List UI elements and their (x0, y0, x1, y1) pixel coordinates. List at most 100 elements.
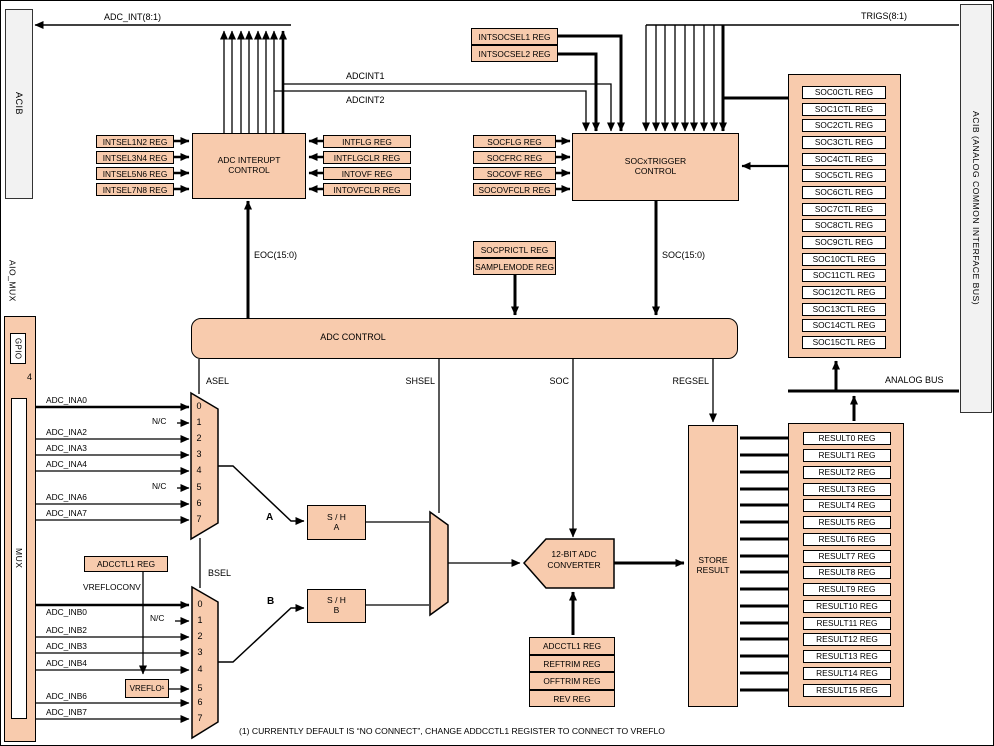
adc-interrupt-control-line1: ADC INTERUPT (217, 155, 281, 166)
adc-interrupt-control-box: ADC INTERUPT CONTROL (192, 133, 306, 199)
socfrc-reg: SOCFRC REG (473, 151, 556, 164)
result7-reg: RESULT7 REG (803, 550, 891, 563)
bsel-input-4: 4 (197, 664, 203, 674)
sh-a-line1: S / H (327, 511, 346, 522)
samplemode-reg: SAMPLEMODE REG (473, 258, 556, 275)
result11-reg: RESULT11 REG (803, 617, 891, 630)
soc12ctl-reg: SOC12CTL REG (802, 286, 886, 299)
soc3ctl-reg: SOC3CTL REG (802, 136, 886, 149)
socflg-reg: SOCFLG REG (473, 135, 556, 148)
soc5ctl-reg: SOC5CTL REG (802, 169, 886, 182)
sample-hold-b-box: S / H B (307, 589, 366, 623)
adc-converter-line2: CONVERTER (547, 560, 601, 571)
bsel-input-3: 3 (197, 647, 203, 657)
result12-reg: RESULT12 REG (803, 633, 891, 646)
rev-reg: REV REG (529, 690, 615, 707)
soc0ctl-reg: SOC0CTL REG (802, 86, 886, 99)
soc-select-label: SOC (549, 376, 569, 386)
sh-b-line1: S / H (327, 595, 346, 606)
asel-input-2: 2 (196, 433, 202, 443)
soc6ctl-reg: SOC6CTL REG (802, 186, 886, 199)
sample-hold-a-box: S / H A (307, 505, 366, 540)
socx-trigger-line2: CONTROL (634, 166, 677, 176)
footnote: (1) CURRENTLY DEFAULT IS “NO CONNECT”, C… (239, 726, 665, 736)
adc-inb7-label: ADC_INB7 (46, 707, 87, 717)
asel-input-5: 5 (196, 482, 202, 492)
gpio-box: GPIO (10, 333, 26, 364)
adc-int-bus-label: ADC_INT(8:1) (104, 12, 162, 22)
result0-reg: RESULT0 REG (803, 432, 891, 445)
sh-a-line2: A (333, 521, 340, 532)
intovfclr-reg: INTOVFCLR REG (323, 183, 411, 196)
nc-label-a5: N/C (152, 481, 167, 491)
result2-reg: RESULT2 REG (803, 466, 891, 479)
result4-reg: RESULT4 REG (803, 499, 891, 512)
reftrim-reg: REFTRIM REG (529, 655, 615, 672)
result1-reg: RESULT1 REG (803, 449, 891, 462)
adcctl1-top-reg: ADCCTL1 REG (84, 556, 168, 572)
soc-ctl-reg-stack: SOC0CTL REG SOC1CTL REG SOC2CTL REG SOC3… (788, 74, 901, 358)
nc-label-a1: N/C (152, 416, 167, 426)
bsel-input-6: 6 (197, 697, 203, 707)
store-result-box: STORE RESULT (688, 425, 738, 707)
adcctl1-trim-reg: ADCCTL1 REG (529, 637, 615, 655)
shsel-label: SHSEL (405, 376, 435, 386)
soc-bus-label: SOC(15:0) (662, 250, 706, 260)
asel-input-0: 0 (196, 401, 202, 411)
soc8ctl-reg: SOC8CTL REG (802, 219, 886, 232)
intsocsel1-reg: INTSOCSEL1 REG (471, 28, 558, 45)
adc-ina3-label: ADC_INA3 (46, 443, 87, 453)
adc-inb2-label: ADC_INB2 (46, 625, 87, 635)
adc-converter-line1: 12-BIT ADC (551, 549, 597, 559)
adc-converter-label: 12-BIT ADC CONVERTER (537, 549, 611, 571)
gpio-bus-width-label: 4 (27, 372, 33, 382)
result13-reg: RESULT13 REG (803, 650, 891, 663)
result10-reg: RESULT10 REG (803, 600, 891, 613)
bsel-mux-shape (191, 585, 219, 740)
regsel-label: REGSEL (672, 376, 709, 386)
analog-bus-label: ANALOG BUS (885, 375, 944, 385)
socx-trigger-control-box: SOCxTRIGGER CONTROL (572, 133, 739, 201)
soc15ctl-reg: SOC15CTL REG (802, 336, 886, 349)
adc-inb6-label: ADC_INB6 (46, 691, 87, 701)
asel-mux-shape (190, 391, 219, 541)
vreflo-box: VREFLO¹ (125, 679, 169, 698)
result-reg-stack: RESULT0 REG RESULT1 REG RESULT2 REG RESU… (788, 423, 904, 707)
adc-ina2-label: ADC_INA2 (46, 427, 87, 437)
acib-left-box: ACIB (5, 9, 33, 199)
intsel7n8-reg: INTSEL7N8 REG (96, 183, 174, 196)
mux-label: MUX (14, 548, 24, 569)
result3-reg: RESULT3 REG (803, 483, 891, 496)
adc-ina4-label: ADC_INA4 (46, 459, 87, 469)
acib-right-label: ACIB (ANALOG COMMON INTERFACE BUS) (971, 111, 981, 306)
bsel-input-5: 5 (197, 683, 203, 693)
soc7ctl-reg: SOC7CTL REG (802, 203, 886, 216)
bsel-input-1: 1 (197, 615, 203, 625)
adc-inb4-label: ADC_INB4 (46, 658, 87, 668)
adc-ina7-label: ADC_INA7 (46, 508, 87, 518)
bsel-label: BSEL (208, 568, 232, 578)
socx-trigger-line1: SOCxTRIGGER (624, 156, 687, 167)
eoc-bus-label: EOC(15:0) (254, 250, 298, 260)
asel-input-3: 3 (196, 449, 202, 459)
adcint2-label: ADCINT2 (346, 95, 385, 105)
store-result-line2: RESULT (696, 565, 730, 575)
offtrim-reg: OFFTRIM REG (529, 672, 615, 690)
intsocsel2-reg: INTSOCSEL2 REG (471, 45, 558, 62)
acib-right-box: ACIB (ANALOG COMMON INTERFACE BUS) (960, 4, 992, 413)
bsel-input-7: 7 (197, 713, 203, 723)
asel-input-4: 4 (196, 465, 202, 475)
result6-reg: RESULT6 REG (803, 533, 891, 546)
adc-control-bar: ADC CONTROL (191, 318, 738, 359)
sh-b-line2: B (333, 605, 340, 615)
a-path-label: A (266, 512, 274, 523)
intsel1n2-reg: INTSEL1N2 REG (96, 135, 174, 148)
intsel3n4-reg: INTSEL3N4 REG (96, 151, 174, 164)
trigs-bus-label: TRIGS(8:1) (861, 11, 908, 21)
intsel5n6-reg: INTSEL5N6 REG (96, 167, 174, 180)
b-path-label: B (267, 596, 275, 607)
result9-reg: RESULT9 REG (803, 583, 891, 596)
adc-interrupt-control-line2: CONTROL (228, 165, 270, 175)
adc-ina6-label: ADC_INA6 (46, 492, 87, 502)
